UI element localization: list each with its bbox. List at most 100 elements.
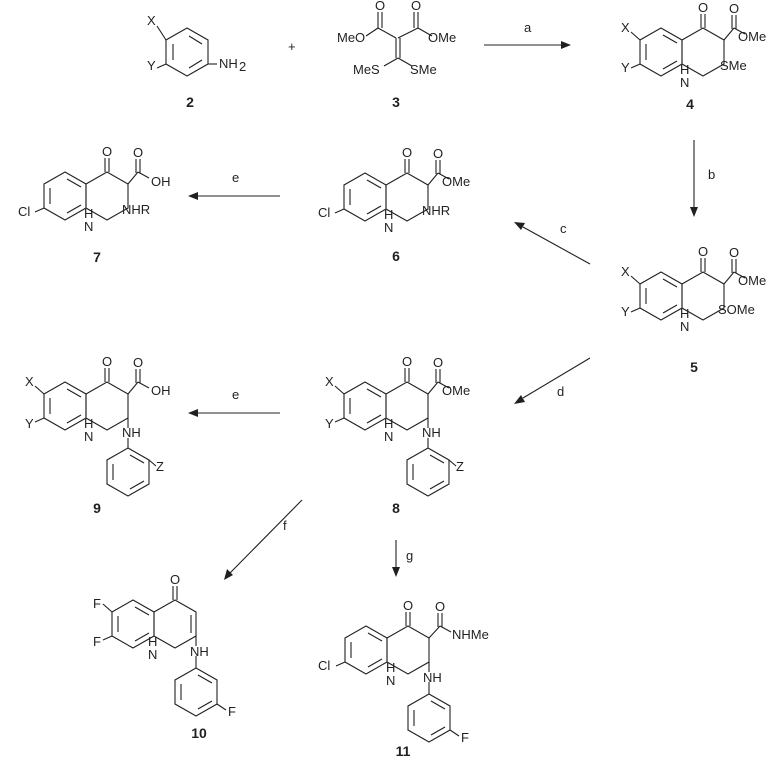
compound-3: O O MeO OMe MeS SMe 3 bbox=[337, 0, 456, 110]
plus-sign: + bbox=[288, 39, 296, 54]
compound-7-structure bbox=[34, 158, 150, 221]
step-e-label: e bbox=[232, 387, 239, 402]
compound-10: O F F H N NH F 10 bbox=[93, 572, 236, 741]
atom-nh: NH bbox=[422, 425, 441, 440]
arrow-step-g: g bbox=[392, 540, 413, 577]
atom-o-ketone: O bbox=[698, 0, 708, 15]
atom-nh: NH bbox=[423, 670, 442, 685]
atom-n: N bbox=[384, 429, 393, 444]
atom-h: H bbox=[384, 416, 393, 431]
atom-ome: OMe bbox=[428, 30, 456, 45]
atom-o-ketone: O bbox=[402, 354, 412, 369]
compound-7: O O OH Cl H N NHR 7 bbox=[18, 144, 171, 265]
atom-ome: OMe bbox=[442, 174, 470, 189]
step-g-label: g bbox=[406, 548, 413, 563]
atom-nh2-subscript: 2 bbox=[239, 59, 246, 74]
compound-4: O O OMe X Y H N SMe 4 bbox=[621, 0, 766, 112]
arrow-step-a: a bbox=[484, 20, 571, 49]
atom-nhr: NHR bbox=[122, 202, 150, 217]
arrow-step-e-top: e bbox=[188, 170, 280, 200]
atom-ome: OMe bbox=[738, 29, 766, 44]
atom-n: N bbox=[84, 429, 93, 444]
compound-9-label: 9 bbox=[93, 500, 101, 516]
atom-o-right: O bbox=[411, 0, 421, 13]
atom-h: H bbox=[84, 206, 93, 221]
compound-8: O O OMe X Y H N NH Z 8 bbox=[325, 354, 470, 516]
atom-f-6: F bbox=[93, 596, 101, 611]
compound-5-label: 5 bbox=[690, 359, 698, 375]
atom-n: N bbox=[148, 647, 157, 662]
compound-6-label: 6 bbox=[392, 248, 400, 264]
compound-9-structure bbox=[34, 368, 157, 497]
compound-4-label: 4 bbox=[686, 96, 694, 112]
compound-4-structure bbox=[630, 14, 746, 77]
compound-9: O O OH X Y H N NH Z 9 bbox=[25, 354, 171, 516]
atom-y: Y bbox=[621, 60, 630, 75]
atom-oh: OH bbox=[151, 383, 171, 398]
atom-h: H bbox=[680, 306, 689, 321]
step-d-label: d bbox=[557, 384, 564, 399]
atom-f-aryl: F bbox=[461, 730, 469, 745]
atom-o-ester: O bbox=[433, 355, 443, 370]
compound-2-structure bbox=[156, 25, 217, 77]
atom-f-7: F bbox=[93, 634, 101, 649]
step-c-label: c bbox=[560, 221, 567, 236]
atom-x: X bbox=[25, 374, 34, 389]
atom-y: Y bbox=[147, 58, 156, 73]
atom-o-ketone: O bbox=[698, 244, 708, 259]
compound-7-label: 7 bbox=[93, 249, 101, 265]
compound-3-structure bbox=[365, 12, 433, 67]
compound-11-label: 11 bbox=[396, 743, 411, 759]
atom-o-ketone: O bbox=[170, 572, 180, 587]
atom-some: SOMe bbox=[718, 302, 755, 317]
arrow-step-f: f bbox=[224, 499, 303, 580]
atom-z: Z bbox=[156, 459, 164, 474]
step-b-label: b bbox=[708, 167, 715, 182]
compound-11-structure bbox=[335, 612, 460, 743]
atom-sme: SMe bbox=[720, 58, 747, 73]
compound-8-label: 8 bbox=[392, 500, 400, 516]
atom-h: H bbox=[148, 634, 157, 649]
atom-nh: NH bbox=[122, 425, 141, 440]
atom-h: H bbox=[680, 62, 689, 77]
atom-n: N bbox=[680, 75, 689, 90]
atom-o-acid: O bbox=[133, 145, 143, 160]
atom-o-left: O bbox=[375, 0, 385, 13]
atom-o-ester: O bbox=[729, 1, 739, 16]
atom-y: Y bbox=[621, 304, 630, 319]
atom-n: N bbox=[84, 219, 93, 234]
atom-h: H bbox=[384, 207, 393, 222]
atom-cl: Cl bbox=[318, 658, 330, 673]
atom-o-amide: O bbox=[435, 599, 445, 614]
arrow-step-d: d bbox=[514, 357, 591, 404]
atom-nh: NH bbox=[190, 644, 209, 659]
atom-cl: Cl bbox=[318, 205, 330, 220]
atom-n: N bbox=[386, 673, 395, 688]
compound-10-label: 10 bbox=[191, 725, 207, 741]
compound-2-label: 2 bbox=[186, 94, 194, 110]
step-f-label: f bbox=[283, 518, 287, 533]
compound-11: O O NHMe Cl H N NH F 11 bbox=[318, 598, 489, 759]
atom-o-ketone: O bbox=[102, 354, 112, 369]
atom-cl: Cl bbox=[18, 204, 30, 219]
atom-nhme: NHMe bbox=[452, 627, 489, 642]
atom-h: H bbox=[84, 416, 93, 431]
atom-o-ketone: O bbox=[403, 598, 413, 613]
atom-x: X bbox=[621, 264, 630, 279]
atom-x: X bbox=[325, 374, 334, 389]
compound-3-label: 3 bbox=[392, 94, 400, 110]
atom-nhr: NHR bbox=[422, 203, 450, 218]
step-e-label: e bbox=[232, 170, 239, 185]
arrow-step-b: b bbox=[690, 140, 715, 217]
atom-y: Y bbox=[25, 416, 34, 431]
atom-meo: MeO bbox=[337, 30, 365, 45]
atom-n: N bbox=[384, 220, 393, 235]
atom-ome: OMe bbox=[738, 273, 766, 288]
atom-oh: OH bbox=[151, 174, 171, 189]
atom-nh2: NH bbox=[219, 56, 238, 71]
atom-sme: SMe bbox=[410, 62, 437, 77]
atom-o-ketone: O bbox=[102, 144, 112, 159]
compound-5: O O OMe X Y H N SOMe 5 bbox=[621, 244, 766, 375]
atom-n: N bbox=[680, 319, 689, 334]
step-a-label: a bbox=[524, 20, 532, 35]
